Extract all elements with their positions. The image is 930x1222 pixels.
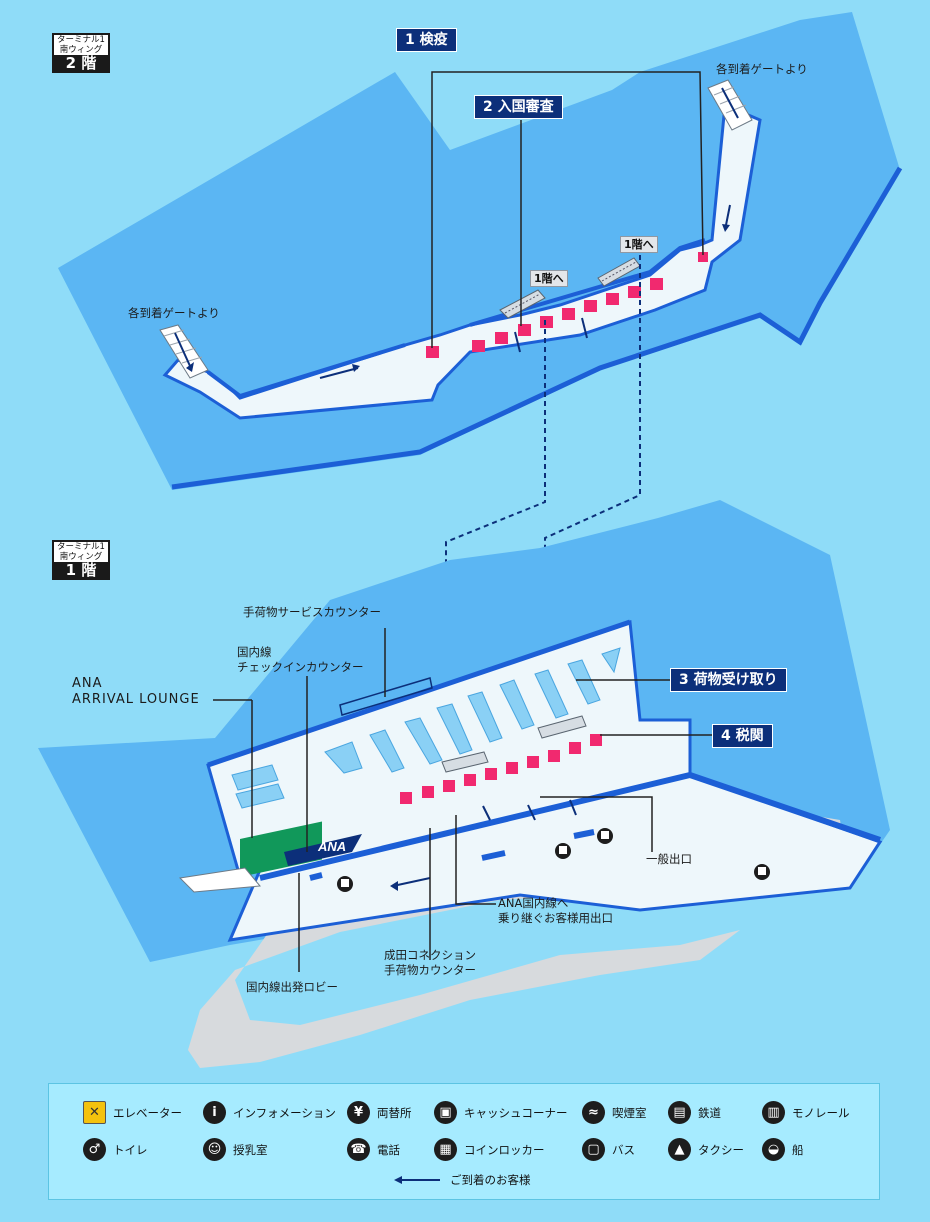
ana-arrival-lounge xyxy=(240,821,322,877)
floor-badge-2f-number: 2 階 xyxy=(65,54,97,72)
legend-item-information: i インフォメーション xyxy=(203,1101,336,1124)
floor-1-plan: ANA xyxy=(38,500,890,1068)
legend-item-elevator: ✕ エレベーター xyxy=(83,1101,182,1124)
legend-label: インフォメーション xyxy=(233,1105,336,1120)
legend-label: バス xyxy=(612,1142,635,1157)
floor-badge-2f-terminal: ターミナル1 xyxy=(57,35,105,45)
label-baggage-service: 手荷物サービスカウンター xyxy=(243,605,381,619)
legend-label: モノレール xyxy=(792,1105,850,1120)
legend-label: コインロッカー xyxy=(464,1142,545,1157)
legend-label: タクシー xyxy=(698,1142,744,1157)
step-immigration: 2 入国審査 xyxy=(474,95,563,119)
label-ana-transfer-1: ANA国内線へ xyxy=(498,896,569,910)
label-domestic-checkin-1: 国内線 xyxy=(237,645,272,659)
railway-icon: ▤ xyxy=(668,1101,691,1124)
nursery-icon: ☺ xyxy=(203,1138,226,1161)
ana-logo: ANA xyxy=(317,839,346,854)
label-domestic-checkin-2: チェックインカウンター xyxy=(237,660,364,674)
escalator-2f-a xyxy=(499,289,546,319)
floor-badge-1f-terminal: ターミナル1 xyxy=(57,542,105,552)
legend-item-bus: ▢ バス xyxy=(582,1138,635,1161)
label-gate-left: 各到着ゲートより xyxy=(128,306,220,320)
legend-arrival-label: ご到着のお客様 xyxy=(450,1173,531,1187)
legend-item-telephone: ☎ 電話 xyxy=(347,1138,400,1161)
legend-item-smoking-room: ≈ 喫煙室 xyxy=(582,1101,647,1124)
legend-item-arrival-route: ご到着のお客様 xyxy=(394,1172,531,1188)
monorail-icon: ▥ xyxy=(762,1101,785,1124)
customs-counters xyxy=(400,734,602,804)
toilet-icon: ♂ xyxy=(83,1138,106,1161)
coin-locker-icon: ▦ xyxy=(434,1138,457,1161)
floor-badge-1f-wing: 南ウィング xyxy=(59,552,103,562)
legend-item-money-exchange: ¥ 両替所 xyxy=(347,1101,412,1124)
legend-item-railway: ▤ 鉄道 xyxy=(668,1101,721,1124)
step-quarantine: 1 検疫 xyxy=(396,28,457,52)
taxi-icon: ▲ xyxy=(668,1138,691,1161)
immigration-counters xyxy=(426,252,708,358)
label-narita-connection-2: 手荷物カウンター xyxy=(384,963,476,977)
arrival-arrow-icon xyxy=(394,1176,440,1184)
label-ana-transfer-2: 乗り継ぐお客様用出口 xyxy=(498,911,613,925)
money-exchange-icon: ¥ xyxy=(347,1101,370,1124)
step-customs: 4 税関 xyxy=(712,724,773,748)
legend-item-monorail: ▥ モノレール xyxy=(762,1101,850,1124)
baggage-carousels xyxy=(231,647,621,809)
ship-icon: ◒ xyxy=(762,1138,785,1161)
step-baggage-claim: 3 荷物受け取り xyxy=(670,668,787,692)
legend-label: 両替所 xyxy=(377,1105,412,1120)
bus-icon: ▢ xyxy=(582,1138,605,1161)
information-icon: i xyxy=(203,1101,226,1124)
legend-item-coin-locker: ▦ コインロッカー xyxy=(434,1138,545,1161)
legend-label: 電話 xyxy=(377,1142,400,1157)
legend-item-toilet: ♂ トイレ xyxy=(83,1138,148,1161)
label-narita-connection-1: 成田コネクション xyxy=(384,948,476,962)
legend-label: 喫煙室 xyxy=(612,1105,647,1120)
legend-item-cash-corner: ▣ キャッシュコーナー xyxy=(434,1101,568,1124)
smoking-room-icon: ≈ xyxy=(582,1101,605,1124)
legend-label: エレベーター xyxy=(113,1105,182,1120)
floor-2-plan xyxy=(58,12,903,490)
legend-label: 授乳室 xyxy=(233,1142,268,1157)
gate-stair-left xyxy=(159,324,209,379)
legend-item-taxi: ▲ タクシー xyxy=(668,1138,744,1161)
label-ana-lounge-2: ARRIVAL LOUNGE xyxy=(72,692,200,707)
gate-stair-right xyxy=(707,79,753,131)
escalator-1f-b xyxy=(537,715,587,739)
legend-label: キャッシュコーナー xyxy=(464,1105,568,1120)
escalator-1f-a xyxy=(441,751,489,773)
legend-item-nursery: ☺ 授乳室 xyxy=(203,1138,268,1161)
legend-label: 鉄道 xyxy=(698,1105,721,1120)
map-bus-icons xyxy=(337,828,770,892)
legend-item-ship: ◒船 xyxy=(762,1138,804,1161)
telephone-icon: ☎ xyxy=(347,1138,370,1161)
cash-corner-icon: ▣ xyxy=(434,1101,457,1124)
tag-to-1f-b: 1階へ xyxy=(620,236,658,253)
floor-badge-2f-wing: 南ウィング xyxy=(59,45,103,55)
tag-to-1f-a: 1階へ xyxy=(530,270,568,287)
label-domestic-departure: 国内線出発ロビー xyxy=(246,980,338,994)
label-gate-right: 各到着ゲートより xyxy=(716,62,808,76)
legend-label: 船 xyxy=(792,1142,804,1157)
floor-badge-1f-number: 1 階 xyxy=(65,561,97,579)
elevator-icon: ✕ xyxy=(83,1101,106,1124)
label-general-exit: 一般出口 xyxy=(646,852,692,866)
legend-label: トイレ xyxy=(113,1142,148,1157)
label-ana-lounge-1: ANA xyxy=(72,676,103,691)
